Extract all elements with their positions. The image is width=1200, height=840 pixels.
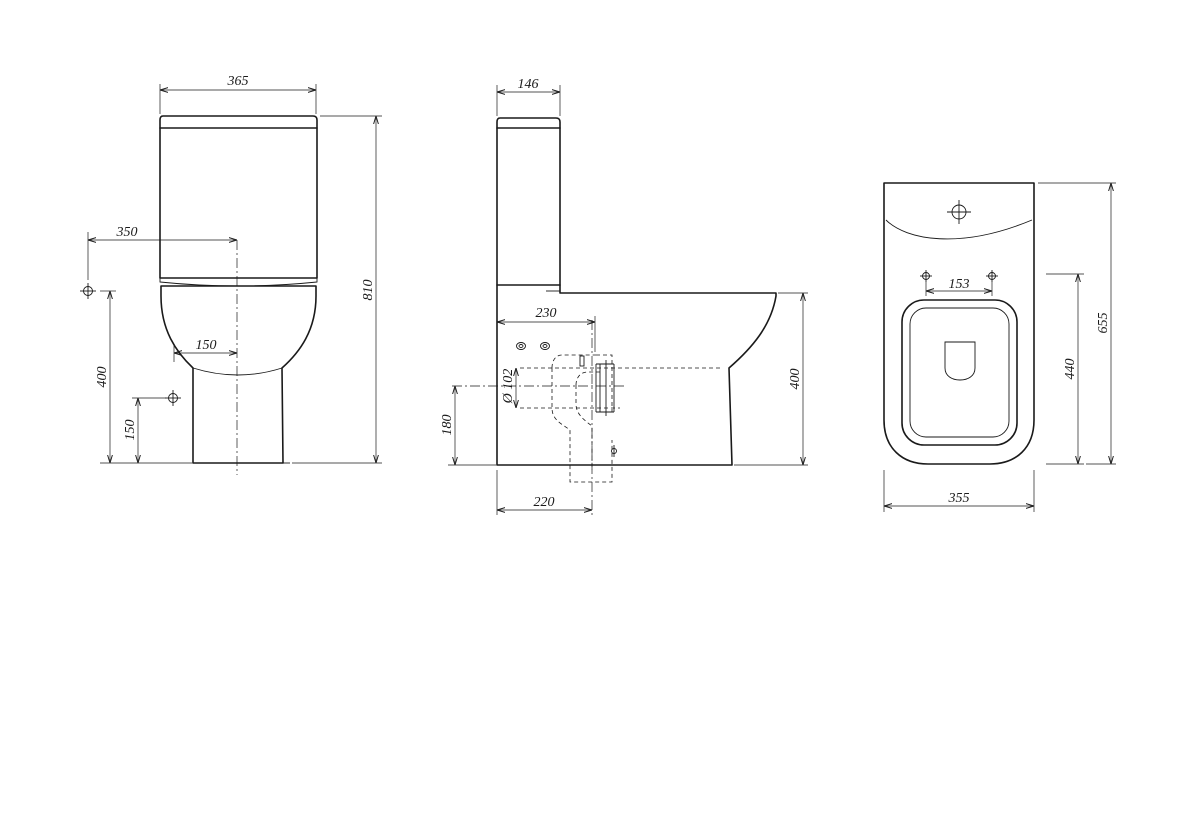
dim-side-outlet-diameter: Ø 102: [501, 369, 516, 405]
front-lower-inlet-symbol: [165, 390, 181, 406]
front-bowl: [160, 285, 317, 464]
front-view: 365 350 150 400 150 810: [80, 74, 382, 475]
dim-top-width: 355: [948, 491, 970, 506]
dim-side-floor-outlet: 220: [534, 495, 555, 510]
side-trap-hidden: [520, 354, 720, 483]
dim-front-total-height: 810: [361, 280, 376, 301]
front-cistern: [159, 115, 318, 129]
dim-side-outlet-distance: 230: [536, 306, 557, 321]
dim-front-inlet-offset: 350: [116, 225, 138, 240]
side-bowl: [496, 284, 777, 466]
top-bowl-opening: [944, 341, 976, 381]
top-seat-outer: [901, 299, 1018, 446]
front-water-inlet-symbol: [80, 283, 96, 299]
top-flush-button-symbol: [947, 200, 971, 224]
side-cistern: [496, 117, 561, 129]
side-floor-fixing-symbol: [611, 445, 617, 457]
dim-front-pan-half: 150: [196, 338, 217, 353]
dim-side-pan-height: 400: [788, 369, 803, 390]
top-outline: [883, 182, 1035, 465]
top-seat-inner: [909, 307, 1010, 438]
dim-side-cistern-depth: 146: [518, 77, 539, 92]
dim-top-total-length: 655: [1096, 313, 1111, 334]
dim-front-inlet-height: 400: [95, 367, 110, 388]
dim-top-pan-length: 440: [1063, 359, 1078, 380]
dim-top-fixing-spacing: 153: [949, 277, 970, 292]
dim-side-outlet-height: 180: [440, 415, 455, 436]
top-fixing-holes: [920, 270, 998, 282]
dim-front-width: 365: [227, 74, 249, 89]
dim-front-lower-inlet-height: 150: [123, 420, 138, 441]
top-view: 153 355 440 655: [883, 182, 1116, 512]
side-inlet-holes: [516, 342, 550, 350]
side-outlet-connector: [579, 355, 615, 416]
side-view: 146 230 Ø 102 180 220 400: [440, 77, 808, 515]
